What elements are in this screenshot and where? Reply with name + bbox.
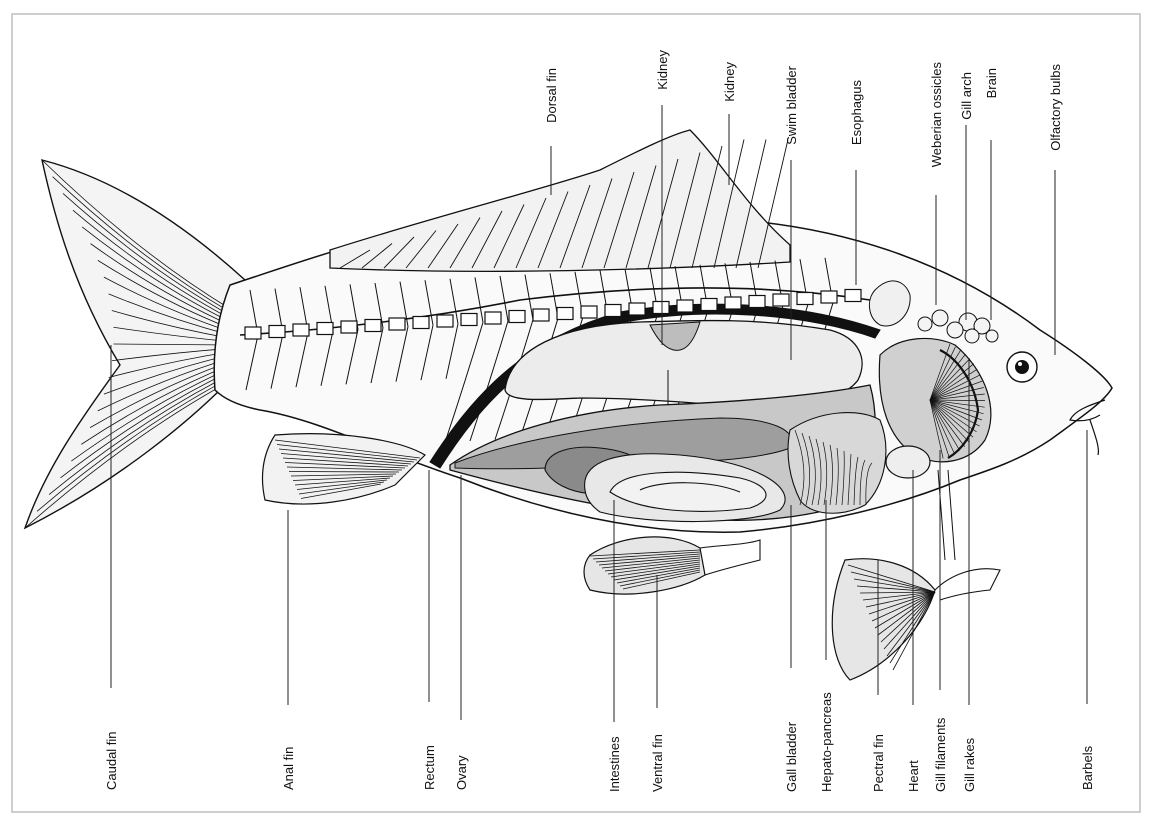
eye: [1006, 351, 1038, 383]
label-kidney-1: Kidney: [655, 50, 670, 90]
dorsal-fin-shape: [329, 129, 791, 272]
fish-illustration: [23, 129, 1113, 681]
ventral-fin-base: [699, 539, 761, 576]
label-pectral-fin: Pectral fin: [871, 734, 886, 792]
vertebral-column: [239, 287, 871, 340]
gill-filament-stalk: [937, 469, 956, 561]
dorsal-fin-rays: [339, 139, 789, 269]
pectoral-fin-rays: [847, 564, 936, 671]
pectoral-girdle: [934, 568, 1001, 601]
label-gall-bladder: Gall bladder: [784, 721, 799, 792]
label-brain: Brain: [984, 68, 999, 98]
mouth-barbels: [1069, 399, 1106, 456]
label-gill-arch: Gill arch: [959, 72, 974, 120]
anal-fin-rays: [274, 439, 421, 499]
hepato-pancreas-texture: [794, 429, 873, 506]
label-olfactory-bulbs: Olfactory bulbs: [1048, 64, 1063, 151]
label-dorsal-fin: Dorsal fin: [544, 68, 559, 123]
pectoral-fin-shape: [831, 558, 936, 681]
label-barbels: Barbels: [1080, 745, 1095, 790]
hepato-pancreas-shape: [787, 412, 887, 514]
swim-bladder-shape: [504, 319, 863, 408]
label-weberian-ossicles: Weberian ossicles: [929, 62, 944, 168]
label-ovary: Ovary: [454, 755, 469, 790]
brain-shape: [917, 309, 999, 344]
label-esophagus: Esophagus: [849, 80, 864, 146]
label-heart: Heart: [906, 760, 921, 792]
label-swim-bladder: Swim bladder: [784, 65, 799, 144]
label-gill-rakes: Gill rakes: [962, 737, 977, 792]
label-hepato-pancreas: Hepato-pancreas: [819, 692, 834, 792]
label-kidney-2: Kidney: [722, 62, 737, 102]
label-ventral-fin: Ventral fin: [650, 734, 665, 792]
label-intestines: Intestines: [607, 736, 622, 792]
gill-arch-shape: [939, 349, 980, 459]
intestine-coils: [544, 446, 786, 523]
label-gill-filaments: Gill filaments: [933, 717, 948, 792]
ventral-fin-rays: [589, 549, 701, 590]
heart-shape: [885, 445, 931, 479]
label-anal-fin: Anal fin: [281, 747, 296, 790]
leader-lines: [110, 105, 1088, 722]
weberian-ossicles-shape: [868, 280, 911, 327]
label-caudal-fin: Caudal fin: [104, 731, 119, 790]
label-rectum: Rectum: [422, 745, 437, 790]
